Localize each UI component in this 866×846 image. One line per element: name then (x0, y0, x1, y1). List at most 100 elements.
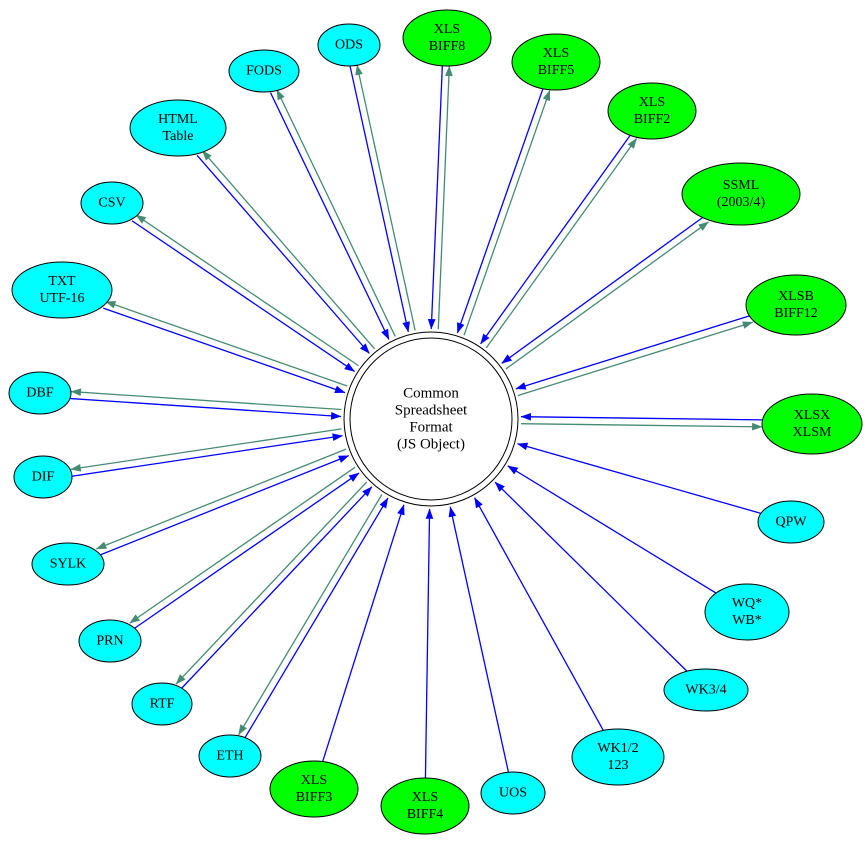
node-dif-shape (13, 455, 73, 499)
node-wk12-123: WK1/2 123 (571, 728, 665, 786)
node-xls-biff5-label: XLS (543, 46, 569, 61)
node-xls-biff5-shape (511, 33, 601, 91)
node-wk34-shape (663, 668, 749, 712)
node-qpw-shape (757, 500, 825, 544)
edge-read-xls-biff3 (322, 504, 405, 762)
node-wk34: WK3/4 (663, 668, 749, 712)
node-uos: UOS (480, 771, 546, 815)
edge-write-xlsb (517, 321, 754, 397)
node-csv-label: CSV (98, 196, 125, 211)
edge-read-csv (131, 220, 355, 372)
edge-read-wk34 (494, 481, 688, 672)
node-wk12-123-label: 123 (608, 758, 629, 773)
node-fods-label: FODS (246, 64, 282, 79)
center-label-line: Common (403, 386, 459, 402)
node-dif: DIF (13, 455, 73, 499)
node-xls-biff8-label: XLS (434, 22, 460, 37)
node-dbf: DBF (8, 371, 72, 415)
edge-write-xls-biff8 (437, 65, 453, 330)
node-wq-wb-label: WB* (732, 613, 762, 628)
node-ods-shape (317, 23, 381, 67)
node-xls-biff4-label: XLS (412, 790, 438, 805)
node-wk34-label: WK3/4 (685, 683, 726, 698)
node-xls-biff2-shape (607, 82, 697, 140)
edge-read-eth (244, 497, 389, 739)
edge-read-ods (349, 66, 410, 333)
edge-read-sylk (98, 455, 350, 556)
edge-read-xlsx (520, 412, 763, 421)
edge-write-txt-utf16 (105, 300, 348, 387)
node-wk12-123-label: WK1/2 (597, 741, 638, 756)
node-qpw: QPW (757, 500, 825, 544)
node-sylk: SYLK (31, 542, 105, 586)
node-csv: CSV (80, 181, 144, 225)
center-label-line: (JS Object) (397, 437, 465, 453)
node-ssml-shape (681, 162, 801, 226)
node-ods-label: ODS (335, 38, 363, 53)
node-xls-biff2-label: XLS (639, 95, 665, 110)
node-wk12-123-shape (571, 728, 665, 786)
edge-write-dif (70, 428, 342, 472)
node-xls-biff3-label: XLS (301, 773, 327, 788)
edge-read-qpw (517, 442, 762, 515)
node-dif-label: DIF (32, 470, 55, 485)
edge-write-prn (129, 466, 356, 624)
node-wq-wb: WQ*WB* (704, 583, 790, 641)
node-sylk-shape (31, 542, 105, 586)
node-csv-shape (80, 181, 144, 225)
node-xls-biff2: XLS BIFF2 (607, 82, 697, 140)
node-html-table-label: HTML (158, 112, 198, 127)
edge-write-html-table (201, 150, 376, 350)
edge-read-xlsb (515, 314, 751, 390)
node-eth-label: ETH (216, 749, 243, 764)
node-xls-biff2-label: BIFF2 (634, 112, 671, 127)
node-html-table-shape (129, 99, 227, 157)
edge-read-xls-biff8 (427, 65, 443, 330)
node-fods: FODS (228, 49, 300, 93)
node-fods-shape (228, 49, 300, 93)
edge-write-fods (276, 89, 396, 337)
center-inner-circle (349, 337, 513, 501)
edge-read-xls-biff5 (456, 87, 544, 334)
node-sylk-label: SYLK (50, 557, 87, 572)
edge-write-xls-biff2 (485, 138, 638, 349)
edges-layer (70, 64, 763, 779)
edge-read-dbf (70, 397, 342, 420)
node-xlsx-shape (761, 393, 863, 455)
edge-read-rtf (180, 486, 373, 690)
edge-write-dbf (70, 388, 342, 411)
node-xls-biff3-shape (269, 760, 359, 818)
edge-read-ssml (501, 215, 705, 364)
node-rtf-label: RTF (150, 697, 175, 712)
node-ssml-label: (2003/4) (717, 195, 766, 210)
edge-read-txt-utf16 (103, 307, 346, 394)
node-eth: ETH (198, 734, 262, 778)
edge-write-xlsx (520, 422, 763, 431)
node-rtf: RTF (131, 682, 193, 726)
edge-write-rtf (175, 481, 368, 685)
edge-read-xls-biff4 (424, 508, 434, 779)
edge-read-uos (448, 506, 510, 773)
center-label-line: Format (409, 420, 453, 436)
node-html-table: HTML Table (129, 99, 227, 157)
edge-write-xls-biff5 (463, 89, 551, 336)
edge-read-wk12-123 (474, 497, 604, 731)
node-xls-biff8-shape (402, 9, 492, 67)
node-ods: ODS (317, 23, 381, 67)
node-uos-shape (480, 771, 546, 815)
node-prn-shape (78, 619, 142, 663)
node-html-table-label: Table (163, 129, 194, 144)
node-dbf-label: DBF (26, 386, 53, 401)
node-xlsx-label: XLSM (793, 425, 832, 440)
node-prn: PRN (78, 619, 142, 663)
node-xlsb-label: BIFF12 (774, 306, 818, 321)
edge-read-prn (133, 472, 360, 630)
node-ssml-label: SSML (723, 178, 760, 193)
center-label-line: Spreadsheet (395, 403, 468, 419)
node-xlsb-shape (745, 274, 847, 336)
